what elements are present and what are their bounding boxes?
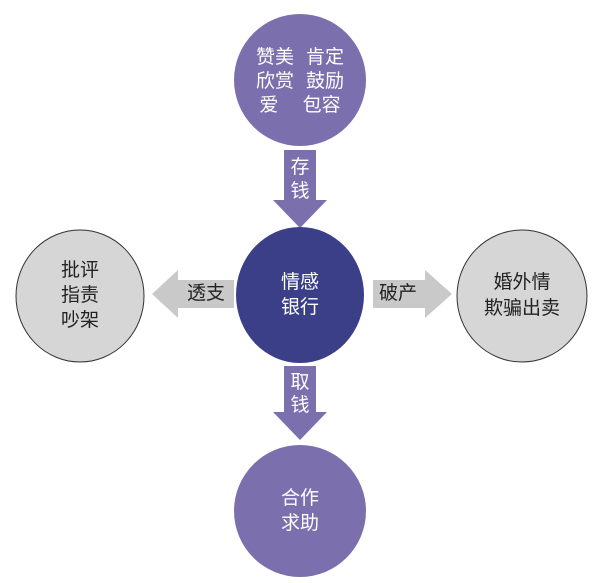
deposit-label: 钱 bbox=[290, 180, 309, 202]
left-node-line: 批评 bbox=[61, 259, 99, 281]
bankrupt-arrow: 破产 bbox=[373, 270, 452, 318]
withdraw-label: 取 bbox=[290, 371, 309, 393]
top-node-line: 爱 包容 bbox=[259, 94, 340, 116]
top-node-line: 欣赏 鼓励 bbox=[256, 70, 344, 92]
overdraft-arrow: 透支 bbox=[152, 270, 234, 318]
left-node-line: 指责 bbox=[61, 284, 99, 306]
withdraw-label: 钱 bbox=[290, 394, 309, 416]
right-node-line: 欺骗出卖 bbox=[484, 297, 560, 319]
left-node-line: 吵架 bbox=[61, 309, 99, 331]
center-node: 情感 银行 bbox=[236, 227, 364, 363]
overdraft-label: 透支 bbox=[187, 282, 225, 304]
bottom-node-line: 求助 bbox=[281, 512, 319, 534]
deposit-label: 存 bbox=[290, 156, 309, 178]
bottom-node: 合作 求助 bbox=[234, 445, 366, 577]
right-node-line: 婚外情 bbox=[493, 271, 550, 293]
right-node: 婚外情 欺骗出卖 bbox=[456, 229, 588, 363]
center-node-line: 情感 bbox=[281, 271, 319, 293]
bottom-node-line: 合作 bbox=[281, 487, 319, 509]
withdraw-arrow: 取 钱 bbox=[273, 366, 327, 440]
center-node-line: 银行 bbox=[281, 296, 319, 318]
top-node-line: 赞美 肯定 bbox=[256, 46, 344, 68]
deposit-arrow: 存 钱 bbox=[273, 150, 327, 228]
top-node: 赞美 肯定 欣赏 鼓励 爱 包容 bbox=[234, 14, 366, 146]
left-node: 批评 指责 吵架 bbox=[15, 229, 145, 363]
bankrupt-label: 破产 bbox=[379, 282, 417, 304]
